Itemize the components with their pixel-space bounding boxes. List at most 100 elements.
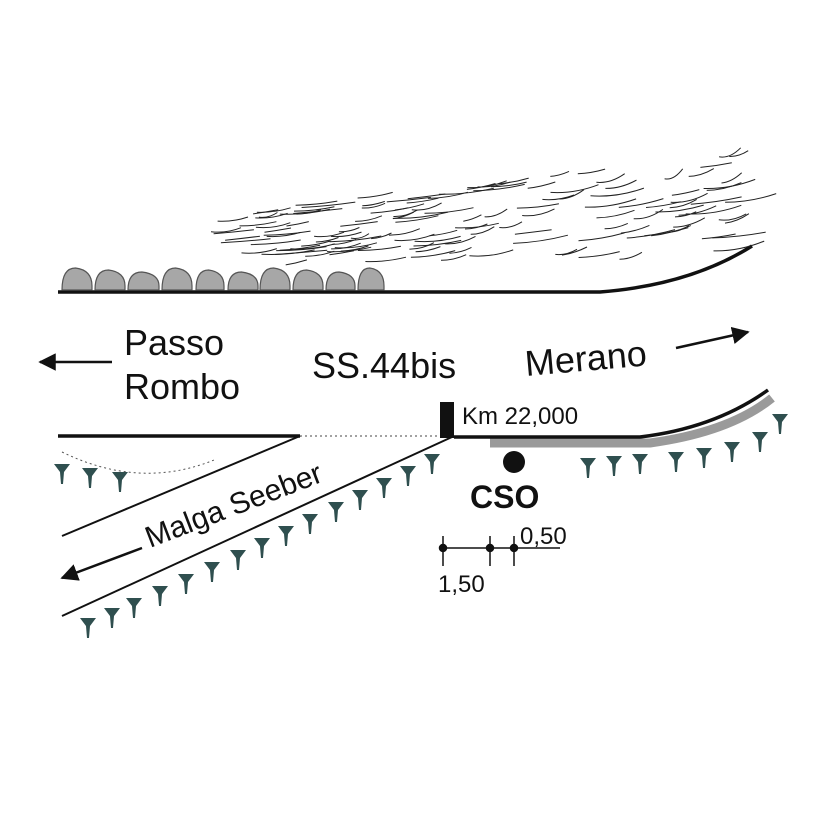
arrow-right-merano bbox=[675, 326, 750, 350]
debris-stroke bbox=[286, 221, 309, 227]
debris-stroke bbox=[414, 235, 461, 243]
debris-stroke bbox=[721, 172, 743, 184]
label-distance-left: 1,50 bbox=[438, 571, 485, 598]
label-passo: Passo bbox=[124, 322, 224, 363]
debris-stroke bbox=[596, 173, 625, 183]
boulder-icon bbox=[357, 267, 385, 291]
debris-stroke bbox=[713, 240, 765, 252]
conifer-tree-icon bbox=[82, 468, 98, 488]
label-rombo: Rombo bbox=[124, 366, 240, 407]
debris-stroke bbox=[438, 187, 495, 195]
debris-stroke bbox=[712, 231, 766, 239]
debris-stroke bbox=[626, 229, 676, 239]
debris-hatching bbox=[210, 147, 777, 266]
debris-stroke bbox=[455, 222, 499, 229]
conifer-tree-icon bbox=[772, 414, 788, 434]
conifer-tree-icon bbox=[54, 464, 70, 484]
debris-stroke bbox=[724, 213, 750, 224]
boulder-icon bbox=[259, 267, 291, 291]
debris-stroke bbox=[578, 251, 620, 258]
debris-stroke bbox=[467, 180, 507, 189]
debris-stroke bbox=[413, 239, 462, 247]
debris-stroke bbox=[596, 209, 635, 219]
debris-stroke bbox=[522, 208, 555, 217]
debris-stroke bbox=[590, 187, 645, 197]
debris-stroke bbox=[429, 229, 458, 237]
debris-stroke bbox=[619, 251, 643, 260]
debris-stroke bbox=[285, 259, 308, 266]
debris-stroke bbox=[406, 197, 439, 204]
boulder-icon bbox=[161, 267, 193, 291]
debris-stroke bbox=[370, 207, 409, 214]
debris-stroke bbox=[670, 192, 708, 203]
conifer-tree-icon bbox=[376, 478, 392, 498]
debris-stroke bbox=[255, 222, 291, 229]
debris-stroke bbox=[239, 221, 277, 227]
debris-stroke bbox=[498, 177, 529, 185]
debris-stroke bbox=[415, 246, 441, 253]
debris-stroke bbox=[394, 233, 435, 242]
debris-stroke bbox=[669, 198, 697, 209]
debris-stroke bbox=[674, 211, 697, 218]
label-merano: Merano bbox=[523, 332, 648, 383]
debris-stroke bbox=[395, 215, 439, 223]
cso-dot-icon bbox=[503, 451, 525, 473]
label-km: Km 22,000 bbox=[462, 403, 578, 430]
debris-stroke bbox=[213, 229, 254, 235]
conifer-tree-icon bbox=[230, 550, 246, 570]
conifer-tree-icon bbox=[580, 458, 596, 478]
debris-stroke bbox=[718, 213, 747, 221]
debris-stroke bbox=[393, 209, 418, 218]
conifer-tree-icon bbox=[54, 414, 788, 638]
debris-stroke bbox=[388, 228, 420, 236]
boulder-icon bbox=[127, 271, 160, 291]
debris-stroke bbox=[604, 222, 629, 230]
road-right-shoulder bbox=[490, 394, 775, 448]
debris-stroke bbox=[314, 231, 345, 238]
conifer-tree-icon bbox=[178, 574, 194, 594]
debris-stroke bbox=[338, 227, 360, 233]
conifer-tree-icon bbox=[254, 538, 270, 558]
debris-stroke bbox=[729, 150, 749, 158]
conifer-tree-icon bbox=[328, 502, 344, 522]
debris-stroke bbox=[392, 211, 449, 219]
boulder-icon bbox=[227, 271, 259, 291]
conifer-tree-icon bbox=[80, 618, 96, 638]
debris-stroke bbox=[371, 232, 392, 240]
debris-stroke bbox=[253, 209, 279, 215]
label-distance-right: 0,50 bbox=[520, 523, 567, 550]
debris-stroke bbox=[578, 232, 625, 242]
debris-stroke bbox=[584, 198, 637, 208]
debris-stroke bbox=[673, 217, 706, 228]
debris-stroke bbox=[263, 230, 311, 236]
km-post-icon bbox=[440, 402, 454, 438]
debris-stroke bbox=[293, 208, 343, 214]
debris-stroke bbox=[499, 221, 523, 229]
debris-stroke bbox=[542, 194, 575, 201]
debris-stroke bbox=[444, 235, 476, 245]
conifer-tree-icon bbox=[400, 466, 416, 486]
debris-stroke bbox=[329, 235, 382, 243]
conifer-tree-icon bbox=[126, 598, 142, 618]
debris-stroke bbox=[261, 249, 315, 255]
debris-stroke bbox=[655, 204, 704, 213]
conifer-tree-icon bbox=[302, 514, 318, 534]
debris-stroke bbox=[334, 242, 378, 249]
boulder-icon bbox=[195, 269, 225, 291]
conifer-tree-icon bbox=[112, 472, 128, 492]
debris-stroke bbox=[514, 229, 552, 235]
debris-stroke bbox=[424, 207, 474, 214]
debris-stroke bbox=[355, 215, 383, 222]
debris-stroke bbox=[357, 245, 401, 251]
debris-stroke bbox=[700, 162, 732, 168]
debris-stroke bbox=[279, 244, 321, 251]
boulder-icon bbox=[292, 269, 324, 291]
debris-stroke bbox=[362, 200, 385, 207]
debris-stroke bbox=[210, 227, 242, 233]
conifer-tree-icon bbox=[278, 526, 294, 546]
debris-stroke bbox=[484, 208, 508, 218]
conifer-tree-icon bbox=[606, 456, 622, 476]
boulder-icon bbox=[325, 271, 356, 291]
conifer-tree-icon bbox=[204, 562, 220, 582]
arrow-malga-seeber bbox=[60, 546, 143, 581]
